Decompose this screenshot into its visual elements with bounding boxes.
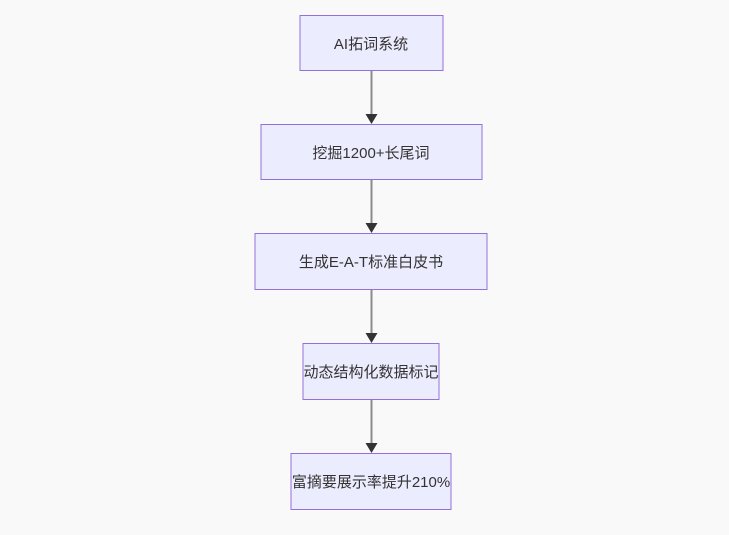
- edge-line: [370, 71, 372, 114]
- down-arrow-icon: [365, 114, 377, 124]
- down-arrow-icon: [365, 223, 377, 233]
- edge-connector: [365, 180, 377, 233]
- down-arrow-icon: [365, 443, 377, 453]
- edge-line: [370, 180, 372, 223]
- flowchart: AI拓词系统 挖掘1200+长尾词 生成E-A-T标准白皮书 动态结构化数据标记…: [254, 15, 488, 510]
- node-label: 富摘要展示率提升210%: [291, 474, 451, 491]
- edge-line: [370, 290, 372, 333]
- flowchart-node-eat-whitepaper: 生成E-A-T标准白皮书: [254, 233, 488, 290]
- flowchart-node-rich-snippet-result: 富摘要展示率提升210%: [290, 453, 452, 510]
- flowchart-node-structured-data: 动态结构化数据标记: [302, 343, 440, 400]
- flowchart-node-ai-word-expansion: AI拓词系统: [299, 15, 443, 71]
- down-arrow-icon: [365, 333, 377, 343]
- edge-connector: [365, 290, 377, 343]
- node-label: 生成E-A-T标准白皮书: [298, 254, 444, 271]
- flowchart-node-longtail-mining: 挖掘1200+长尾词: [260, 124, 482, 180]
- node-label: AI拓词系统: [333, 35, 409, 53]
- node-label: 动态结构化数据标记: [303, 364, 439, 381]
- edge-line: [370, 400, 372, 443]
- node-label: 挖掘1200+长尾词: [312, 144, 430, 162]
- edge-connector: [365, 71, 377, 124]
- edge-connector: [365, 400, 377, 453]
